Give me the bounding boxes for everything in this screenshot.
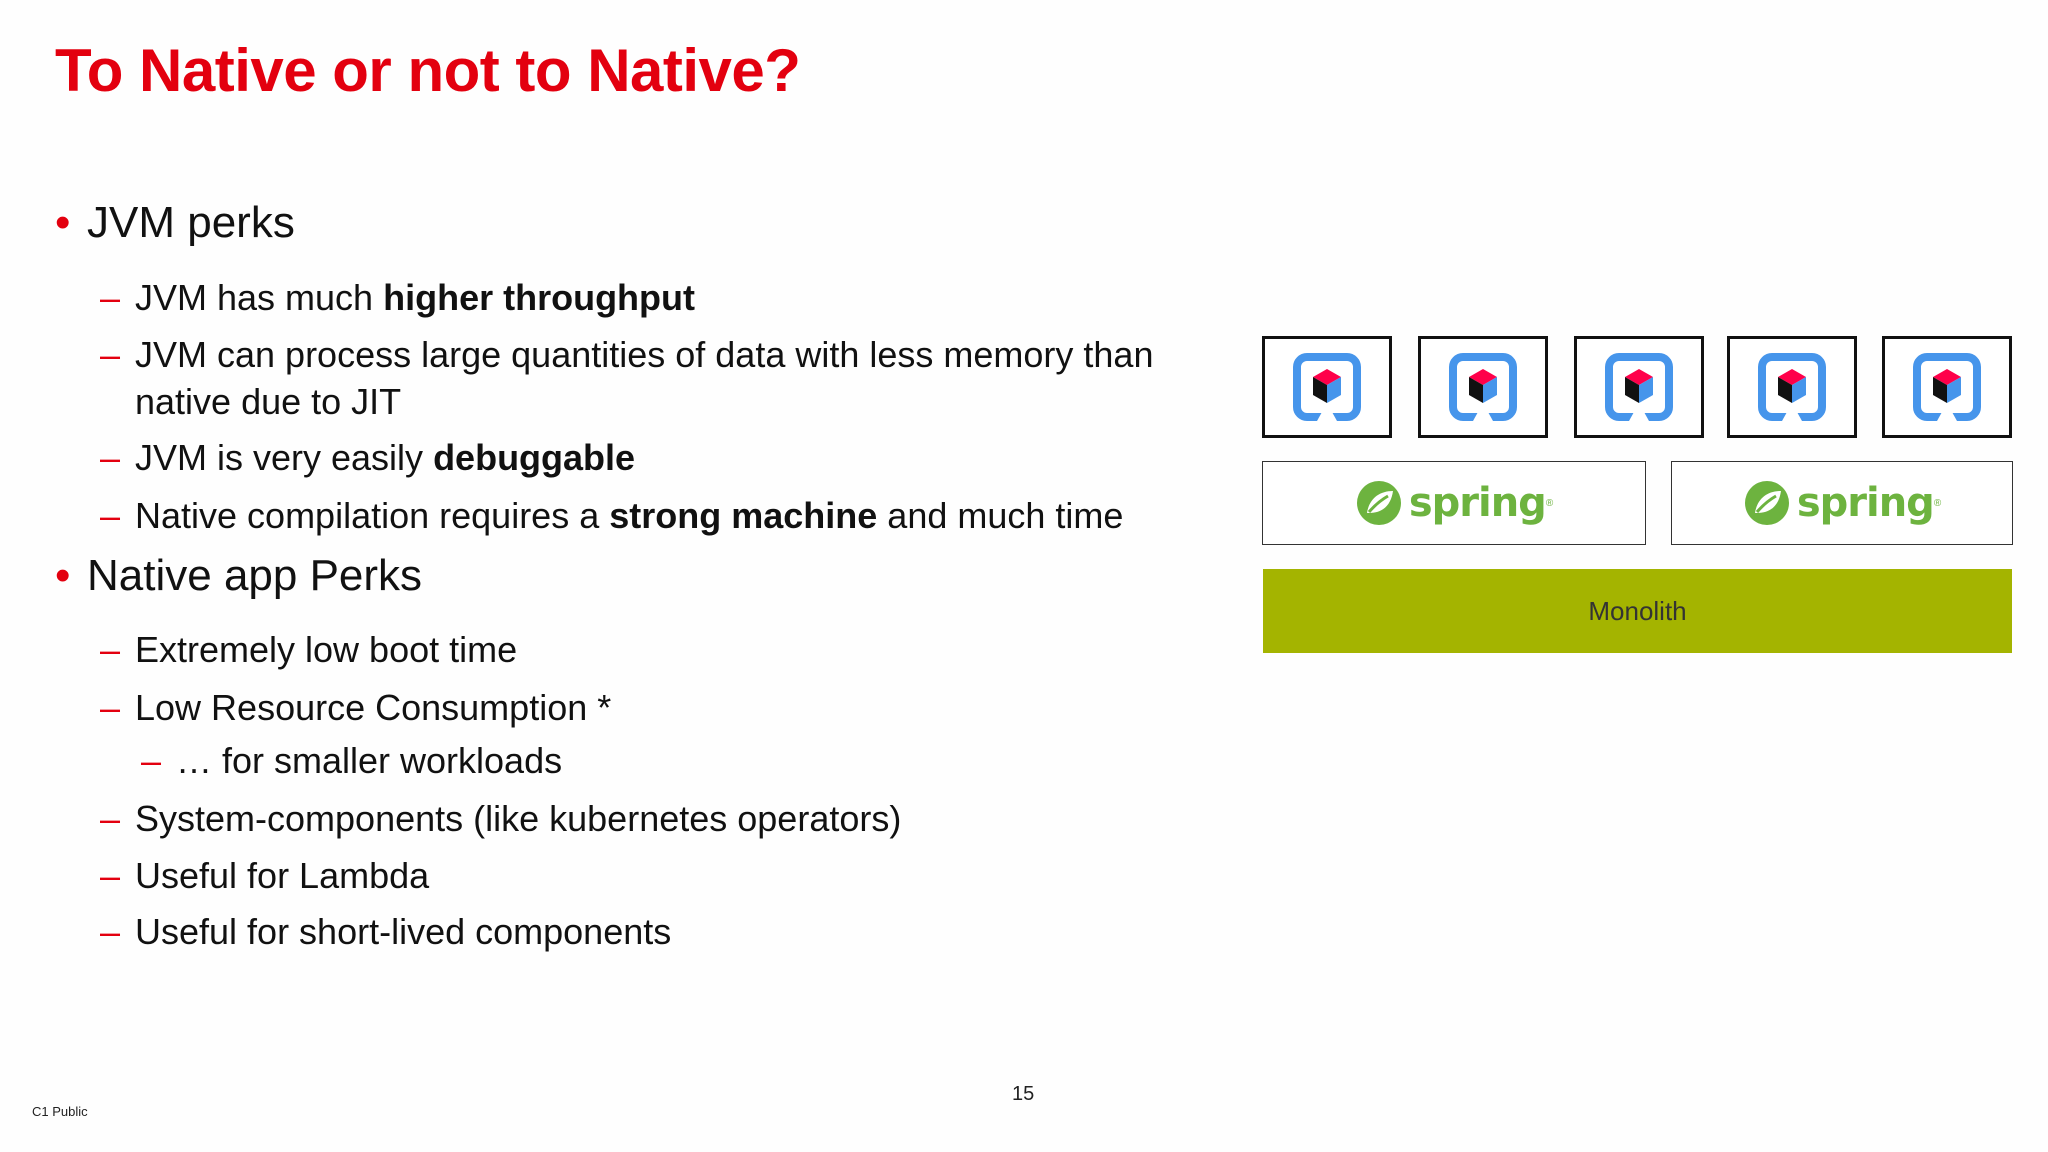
quarkus-box <box>1882 336 2012 438</box>
spring-box: spring® <box>1262 461 1646 545</box>
page-number: 15 <box>1012 1083 1035 1105</box>
text: Low Resource Consumption * <box>135 687 612 728</box>
spring-box: spring® <box>1671 461 2013 545</box>
text: System-components (like kubernetes opera… <box>135 798 902 839</box>
bold-text: strong machine <box>609 495 878 536</box>
spring-leaf-icon <box>1744 481 1789 525</box>
sub-bullet-throughput: – JVM has much higher throughput <box>100 274 1200 321</box>
dash-marker: – <box>100 629 121 670</box>
text-tail: and much time <box>877 495 1124 536</box>
text: JVM has much <box>135 277 384 318</box>
slide-title: To Native or not to Native? <box>55 37 801 104</box>
quarkus-logo-icon <box>1605 353 1673 421</box>
quarkus-logo-icon <box>1758 353 1826 421</box>
sub-bullet-boot-time: – Extremely low boot time <box>100 626 1200 673</box>
text: … for smaller workloads <box>176 740 563 781</box>
sub-bullet-native-compilation: – Native compilation requires a strong m… <box>100 492 1200 539</box>
dash-marker: – <box>100 334 121 375</box>
sub-bullet-lambda: – Useful for Lambda <box>100 852 1200 899</box>
dash-marker: – <box>141 740 162 781</box>
bullet-text: Native app Perks <box>87 551 423 600</box>
bullet-native-perks: • Native app Perks <box>55 551 422 601</box>
quarkus-box <box>1418 336 1548 438</box>
bullet-marker: • <box>55 198 71 247</box>
bold-text: debuggable <box>433 437 636 478</box>
text: JVM is very easily <box>135 437 434 478</box>
text: Useful for short-lived components <box>135 911 672 952</box>
dash-marker: – <box>100 277 121 318</box>
text: Useful for Lambda <box>135 855 430 896</box>
sub-sub-bullet-smaller-workloads: –… for smaller workloads <box>141 740 562 782</box>
sub-bullet-short-lived: – Useful for short-lived components <box>100 908 1200 955</box>
sub-bullet-memory: – JVM can process large quantities of da… <box>100 331 1180 425</box>
dash-marker: – <box>100 437 121 478</box>
quarkus-logo-icon <box>1449 353 1517 421</box>
bullet-jvm-perks: • JVM perks <box>55 198 295 248</box>
spring-label: spring <box>1408 480 1547 526</box>
monolith-box: Monolith <box>1263 569 2012 653</box>
bullet-text: JVM perks <box>87 198 295 247</box>
quarkus-logo-icon <box>1293 353 1361 421</box>
text: Native compilation requires a <box>135 495 610 536</box>
sub-bullet-debuggable: – JVM is very easily debuggable <box>100 434 1200 481</box>
quarkus-logo-icon <box>1913 353 1981 421</box>
sub-bullet-resource: – Low Resource Consumption * <box>100 684 1200 731</box>
dash-marker: – <box>100 798 121 839</box>
spring-label: spring <box>1796 480 1935 526</box>
dash-marker: – <box>100 855 121 896</box>
text: Extremely low boot time <box>135 629 518 670</box>
quarkus-box <box>1727 336 1857 438</box>
dash-marker: – <box>100 911 121 952</box>
quarkus-box <box>1574 336 1704 438</box>
spring-leaf-icon <box>1356 481 1401 525</box>
bullet-marker: • <box>55 551 71 600</box>
sub-bullet-system-components: – System-components (like kubernetes ope… <box>100 795 1200 842</box>
dash-marker: – <box>100 687 121 728</box>
monolith-label: Monolith <box>1588 595 1687 626</box>
bold-text: higher throughput <box>383 277 696 318</box>
quarkus-box <box>1262 336 1392 438</box>
classification-label: C1 Public <box>32 1104 88 1119</box>
text: JVM can process large quantities of data… <box>135 334 1154 422</box>
dash-marker: – <box>100 495 121 536</box>
